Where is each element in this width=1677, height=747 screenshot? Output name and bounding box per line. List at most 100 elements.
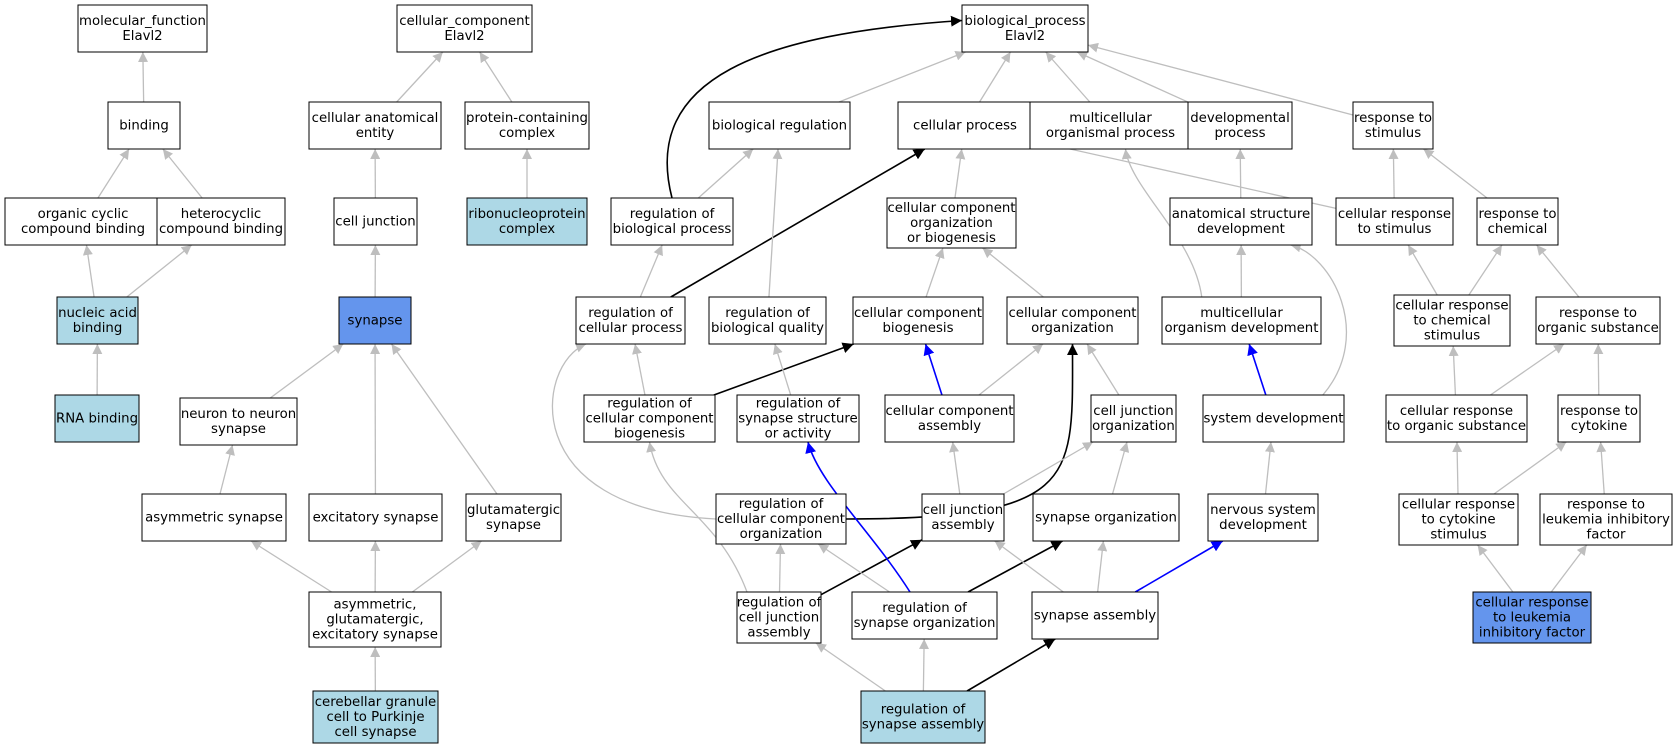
node-label-line: nucleic acid — [58, 306, 137, 321]
edge-rcja-to-rccb — [646, 441, 748, 593]
edge-pcc-to-cc — [479, 51, 513, 103]
node-binding[interactable]: binding — [107, 101, 181, 150]
node-label-line: synapse — [211, 422, 266, 437]
node-box — [1393, 294, 1511, 347]
node-box — [575, 296, 686, 345]
node-box — [308, 591, 442, 648]
node-asyn[interactable]: asymmetric synapse — [141, 493, 287, 542]
node-box — [1535, 296, 1661, 345]
node-label-line: response to — [1354, 111, 1432, 126]
node-box — [77, 4, 208, 53]
node-label-line: cell junction — [739, 611, 819, 626]
node-label-line: organization — [910, 216, 993, 231]
node-label-line: biogenesis — [614, 427, 685, 442]
node-box — [1031, 591, 1159, 640]
node-exsyn[interactable]: excitatory synapse — [308, 493, 443, 542]
node-sysd[interactable]: system development — [1202, 394, 1345, 443]
edge-cp-to-bp — [978, 51, 1012, 103]
edge-hcb-to-binding — [162, 148, 203, 199]
node-box — [1202, 394, 1345, 443]
node-label-line: compound binding — [21, 222, 145, 237]
node-label-line: inhibitory factor — [1479, 626, 1586, 641]
node-so[interactable]: synapse organization — [1032, 493, 1180, 542]
node-label-line: glutamatergic — [467, 503, 560, 518]
node-cj[interactable]: cell junction — [333, 197, 418, 246]
node-breg[interactable]: biological regulation — [708, 101, 851, 150]
node-label-line: compound binding — [159, 222, 283, 237]
node-label-line: cell to Purkinje — [326, 710, 424, 725]
node-syn[interactable]: synapse — [338, 296, 412, 345]
node-label-line: organic substance — [1537, 321, 1659, 336]
node-cp[interactable]: cellular process — [897, 101, 1033, 150]
edge-sa-to-cja — [994, 540, 1064, 593]
edge-rsa-to-rcja — [815, 642, 886, 692]
edge-cca-to-ccb — [923, 343, 943, 396]
node-box — [466, 197, 588, 246]
node-box — [860, 690, 986, 744]
edge-cjo-to-cco — [1086, 343, 1120, 396]
node-label-line: synapse — [486, 518, 541, 533]
node-box — [312, 690, 439, 744]
node-agex[interactable]: asymmetric,glutamatergic,excitatory syna… — [308, 591, 442, 648]
edge-rbp-to-bp — [666, 15, 963, 199]
node-box — [961, 4, 1089, 53]
node-sa[interactable]: synapse assembly — [1031, 591, 1159, 640]
node-label-line: system development — [1203, 412, 1343, 427]
edge-asyn-to-n2n — [219, 444, 235, 495]
edge-crs-to-cp — [1031, 137, 1337, 210]
node-label-line: to chemical — [1413, 314, 1490, 329]
node-label-line: synapse assembly — [1034, 609, 1156, 624]
edge-crs-to-rts — [1388, 148, 1399, 199]
node-rnab[interactable]: RNA binding — [54, 394, 140, 443]
node-label-line: ribonucleoprotein — [468, 207, 585, 222]
node-label-line: nervous system — [1210, 503, 1316, 518]
edge-rsa-to-sa — [966, 638, 1056, 692]
node-label-line: to cytokine — [1421, 513, 1495, 528]
node-label-line: cytokine — [1571, 419, 1628, 434]
node-box — [179, 397, 298, 446]
